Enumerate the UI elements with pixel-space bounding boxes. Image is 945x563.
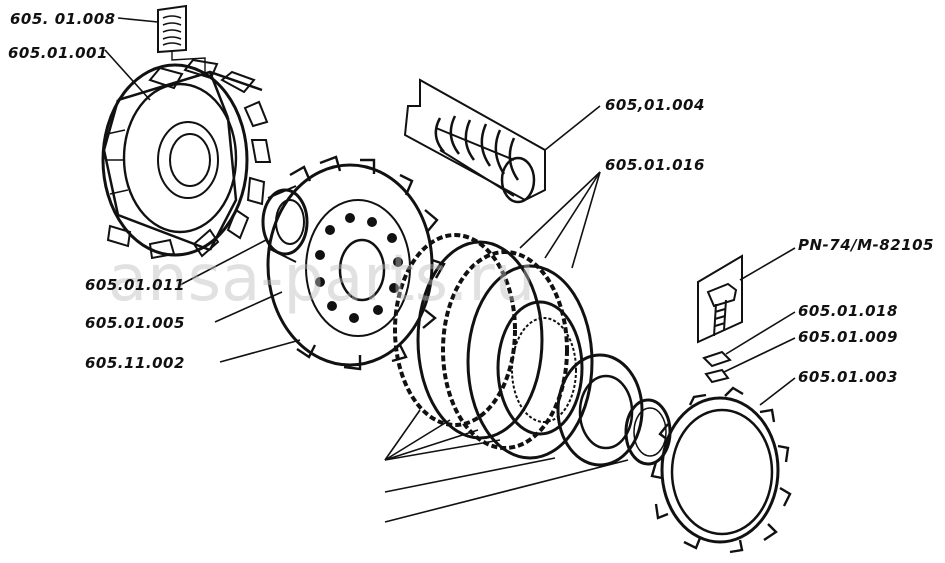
part-605-01-005-pressure-plate	[266, 155, 446, 371]
label-605-01-009: 605.01.009	[798, 328, 898, 346]
part-pn-74-bolt	[697, 254, 743, 344]
watermark-text: ansa-parts.ru	[108, 242, 535, 316]
part-605-01-018-washer	[702, 350, 732, 368]
part-605-01-016-disc-stack	[393, 233, 594, 460]
label-605-01-004: 605,01.004	[605, 96, 705, 114]
label-605-01-011: 605.01.011	[85, 276, 185, 294]
label-605-01-005: 605.01.005	[85, 314, 185, 332]
part-605-01-001-clutch-basket	[101, 58, 272, 260]
part-605-01-004-spring-pack	[403, 78, 546, 204]
part-labels: 605. 01.008 605.01.001 605,01.004 605.01…	[8, 10, 934, 386]
pressure-plate-holes	[315, 213, 403, 323]
label-605-01-001: 605.01.001	[8, 44, 108, 62]
label-605-01-016: 605.01.016	[605, 156, 705, 174]
label-605-01-018: 605.01.018	[798, 302, 898, 320]
label-605-01-003: 605.01.003	[798, 368, 898, 386]
label-605-01-008: 605. 01.008	[10, 10, 116, 28]
part-605-01-003-outer-ring	[650, 386, 792, 554]
label-pn-74-m-82105: PN-74/M-82105	[798, 236, 934, 254]
leader-lines	[104, 17, 796, 523]
part-605-01-009-washer	[704, 368, 730, 384]
label-605-11-002: 605.11.002	[85, 354, 185, 372]
part-605-01-008-spring	[157, 4, 206, 72]
